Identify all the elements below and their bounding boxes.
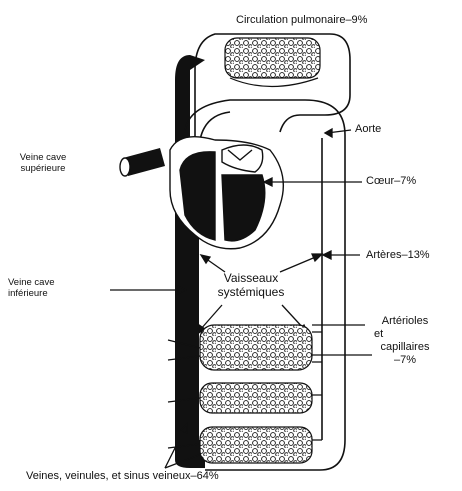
systemic-vessels-label: Vaisseaux systémiques [196,271,306,299]
svc-label-line2: supérieure [8,163,78,174]
ivc-label-line2: inférieure [8,288,54,299]
arterioles-label-line1: Artérioles [360,315,450,328]
svc-label-line1: Veine cave [8,152,78,163]
arteries-label: Artères–13% [366,249,430,262]
arterioles-label-line4: –7% [360,354,450,367]
pulmonary-capillary-bed [225,38,320,87]
arterioles-capillaries-label: Artérioles et capillaires –7% [360,315,450,367]
ivc-label-line1: Veine cave [8,277,54,288]
systemic-label-line2: systémiques [196,285,306,299]
systemic-label-line1: Vaisseaux [196,271,306,285]
svc-tube [120,148,165,176]
superior-vena-cava-label: Veine cave supérieure [8,152,78,174]
veins-label: Veines, veinules, et sinus veineux–64% [26,470,219,483]
arterioles-label-line2: et [360,328,450,341]
aorta-label: Aorte [355,123,381,136]
heart-label: Cœur–7% [366,175,416,188]
arterioles-label-line3: capillaires [360,341,450,354]
inferior-vena-cava-label: Veine cave inférieure [8,277,54,299]
pulmonary-circulation-label: Circulation pulmonaire–9% [236,14,367,27]
